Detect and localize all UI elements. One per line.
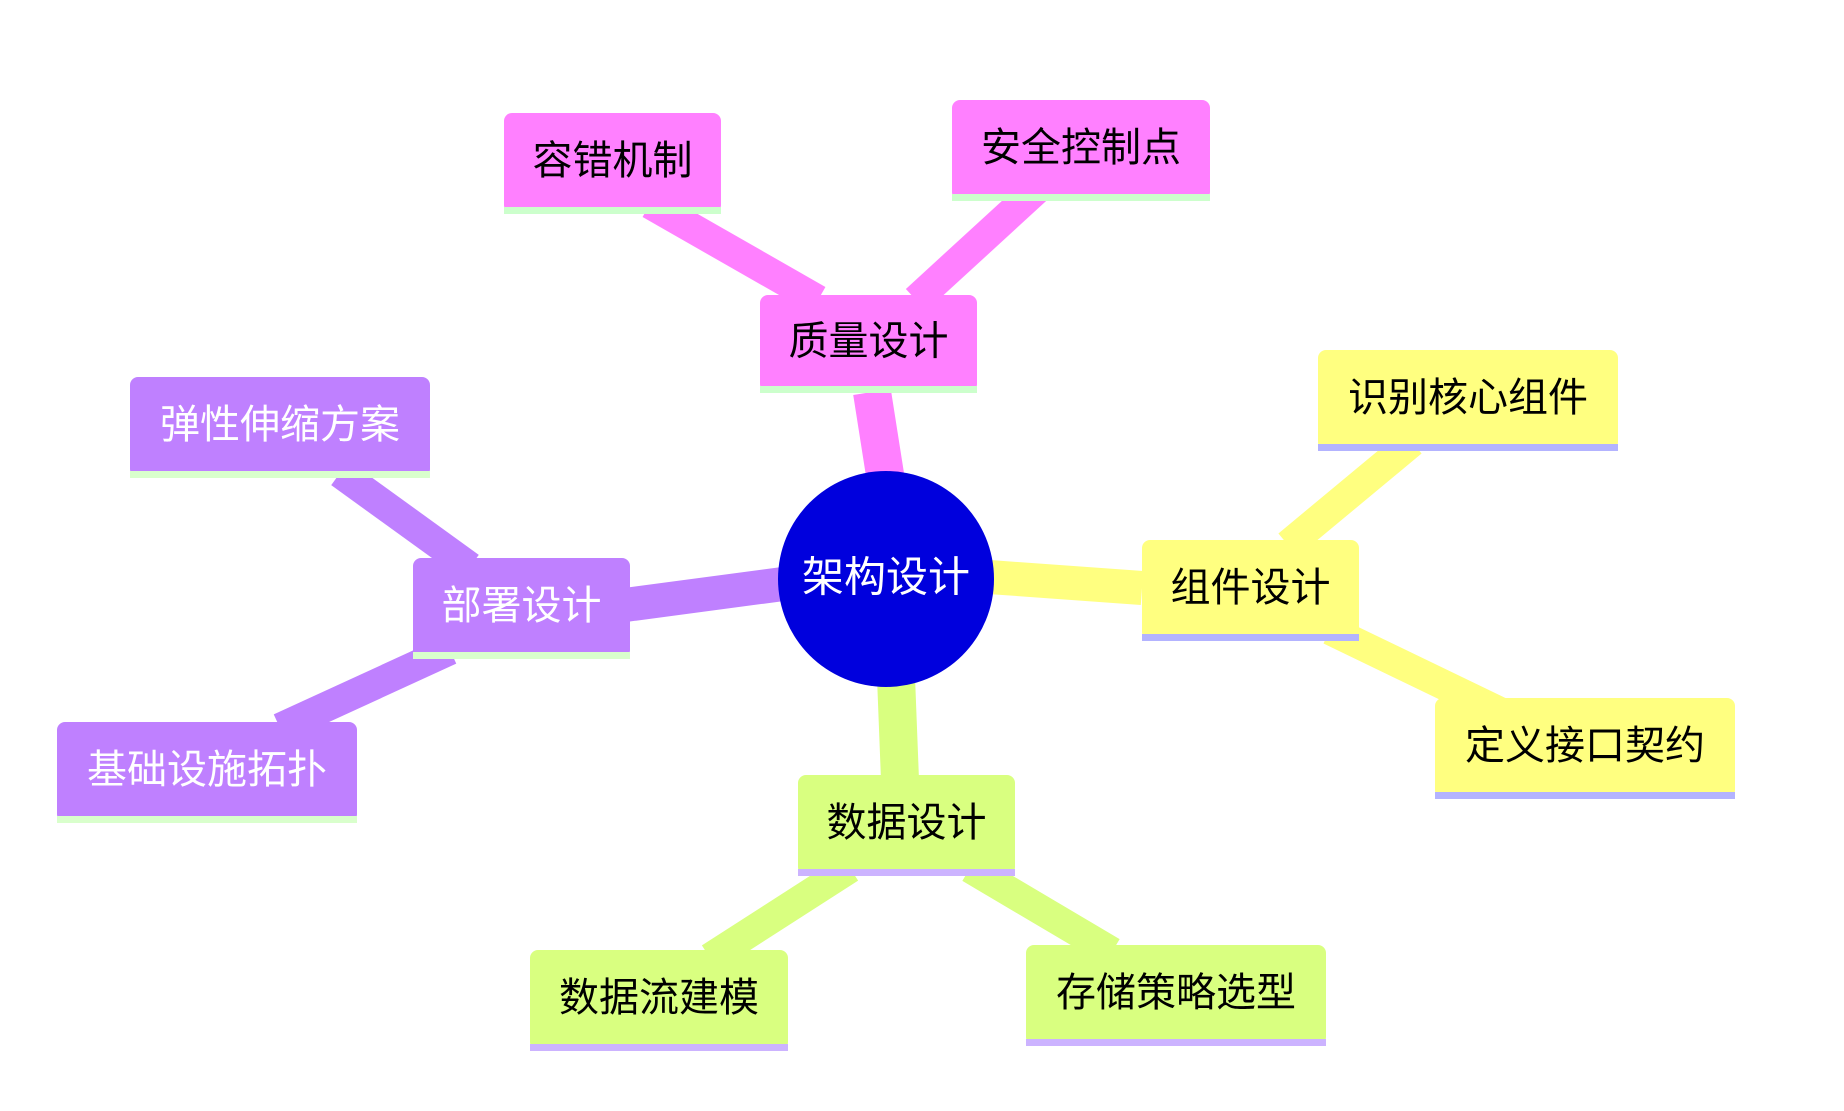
branch-node-component-box	[1142, 540, 1359, 640]
edge-deployment-elastic-scaling	[331, 460, 479, 580]
root-node[interactable]: 架构设计	[778, 471, 994, 687]
leaf-node-storage-strategy-box	[1026, 945, 1326, 1045]
branch-node-quality[interactable]: 质量设计	[760, 295, 977, 393]
leaf-node-fault-tolerance-underline	[504, 207, 721, 214]
leaf-node-data-flow-label: 数据流建模	[559, 975, 759, 1021]
leaf-node-data-flow-box	[530, 950, 788, 1050]
root-node-label: 架构设计	[802, 553, 970, 602]
leaf-node-fault-tolerance-box	[504, 113, 721, 213]
leaf-node-define-interface[interactable]: 定义接口契约	[1435, 698, 1735, 799]
leaf-node-storage-strategy[interactable]: 存储策略选型	[1026, 945, 1326, 1046]
branch-node-deployment-label: 部署设计	[442, 583, 602, 629]
leaf-node-elastic-scaling-box	[130, 377, 430, 477]
branch-node-quality-label: 质量设计	[789, 319, 949, 365]
branch-node-component-underline	[1142, 634, 1359, 641]
edge-component-identify-core	[1278, 430, 1422, 557]
branch-node-data-label: 数据设计	[827, 800, 987, 846]
leaf-node-fault-tolerance[interactable]: 容错机制	[504, 113, 721, 214]
edge-quality-security-control	[905, 178, 1047, 312]
leaf-node-security-control-label: 安全控制点	[981, 125, 1181, 171]
edge-root-data	[877, 676, 919, 781]
edge-root-quality	[853, 389, 905, 484]
leaf-node-identify-core-underline	[1318, 444, 1618, 451]
branch-node-component-label: 组件设计	[1171, 565, 1331, 611]
leaf-node-data-flow-underline	[530, 1044, 788, 1051]
leaf-node-elastic-scaling[interactable]: 弹性伸缩方案	[130, 377, 430, 478]
edge-deployment-infra-topology	[273, 636, 457, 742]
branch-node-deployment-underline	[413, 652, 630, 659]
leaf-node-storage-strategy-label: 存储策略选型	[1056, 970, 1296, 1016]
leaf-node-identify-core[interactable]: 识别核心组件	[1318, 350, 1618, 451]
branch-node-quality-underline	[760, 386, 977, 393]
edge-root-component	[987, 560, 1144, 605]
leaf-node-storage-strategy-underline	[1026, 1039, 1326, 1046]
leaf-node-infra-topology-label: 基础设施拓扑	[87, 747, 327, 793]
branch-node-quality-box	[760, 295, 977, 392]
branch-node-data-underline	[798, 869, 1015, 876]
edge-data-data-flow	[701, 855, 859, 971]
root-node-circle	[778, 471, 994, 687]
edge-quality-fault-tolerance	[642, 190, 826, 314]
branch-node-component[interactable]: 组件设计	[1142, 540, 1359, 641]
branch-node-deployment[interactable]: 部署设计	[413, 558, 630, 659]
branch-node-data-box	[798, 775, 1015, 875]
leaf-node-infra-topology-box	[57, 722, 357, 822]
leaf-node-data-flow[interactable]: 数据流建模	[530, 950, 788, 1051]
branch-node-data[interactable]: 数据设计	[798, 775, 1015, 876]
leaf-node-identify-core-label: 识别核心组件	[1348, 375, 1588, 421]
branch-node-deployment-box	[413, 558, 630, 658]
edge-root-deployment	[622, 567, 786, 622]
leaf-node-security-control-box	[952, 100, 1210, 200]
leaf-node-security-control-underline	[952, 194, 1210, 201]
leaf-node-identify-core-box	[1318, 350, 1618, 450]
leaf-node-infra-topology[interactable]: 基础设施拓扑	[57, 722, 357, 823]
leaf-node-elastic-scaling-underline	[130, 471, 430, 478]
leaf-node-define-interface-label: 定义接口契约	[1465, 723, 1705, 769]
leaf-node-define-interface-underline	[1435, 792, 1735, 799]
leaf-node-security-control[interactable]: 安全控制点	[952, 100, 1210, 201]
edge-data-storage-strategy	[962, 855, 1120, 965]
edges-layer	[273, 178, 1507, 971]
leaf-node-define-interface-box	[1435, 698, 1735, 798]
leaf-node-infra-topology-underline	[57, 816, 357, 823]
leaf-node-elastic-scaling-label: 弹性伸缩方案	[160, 402, 400, 448]
leaf-node-fault-tolerance-label: 容错机制	[533, 138, 693, 184]
